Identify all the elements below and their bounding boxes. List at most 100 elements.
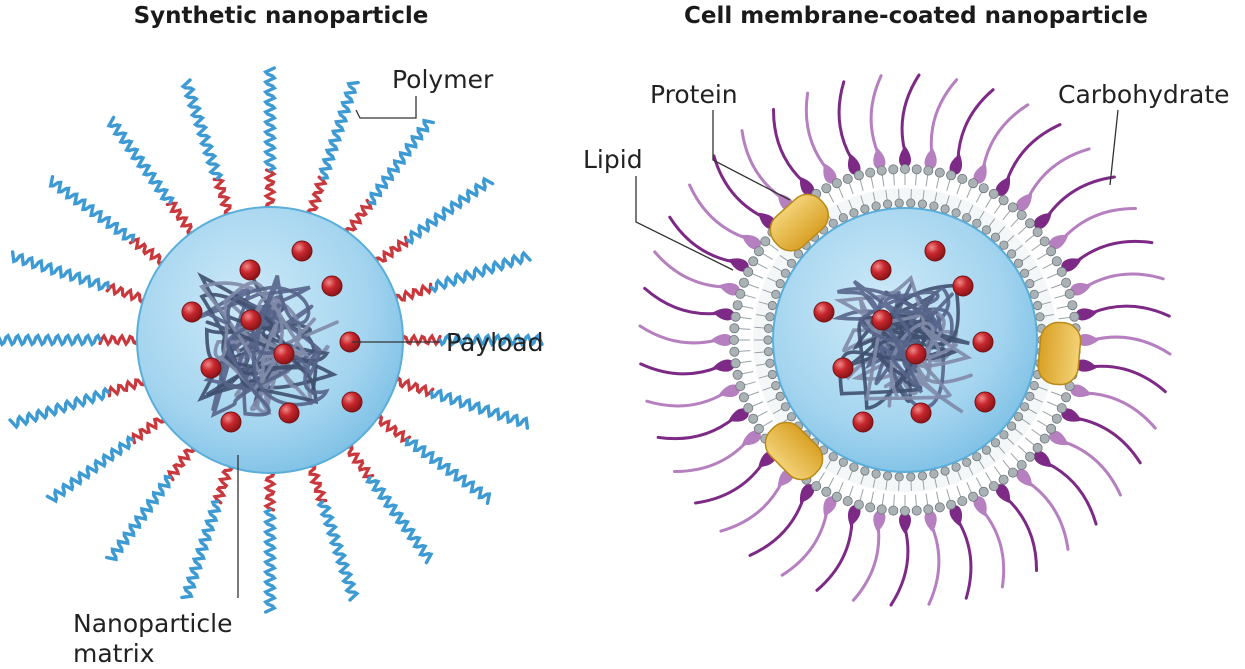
lipid-head bbox=[888, 164, 899, 175]
lipid-head bbox=[990, 232, 1001, 242]
carbohydrate-chain bbox=[748, 496, 805, 557]
lipid-head bbox=[981, 225, 992, 235]
carbohydrate-chain bbox=[1089, 304, 1171, 318]
protein-leader-line bbox=[712, 110, 791, 201]
lipid-head bbox=[1007, 202, 1018, 213]
carbohydrate-droplet bbox=[995, 484, 1011, 504]
carbohydrate-chain bbox=[668, 215, 736, 264]
lipid-head bbox=[730, 358, 741, 369]
polymer-tether bbox=[263, 168, 277, 214]
lipid-head bbox=[999, 430, 1009, 440]
lipid-head bbox=[753, 423, 764, 434]
lipid-head bbox=[923, 504, 934, 515]
carbohydrate-chain bbox=[869, 74, 883, 156]
lipid-head bbox=[1039, 236, 1050, 247]
lipid-head bbox=[876, 165, 887, 176]
carbohydrate-chain bbox=[1083, 272, 1165, 289]
lipid-head bbox=[738, 392, 749, 403]
lipid-head bbox=[767, 369, 778, 380]
lipid-head bbox=[760, 236, 771, 247]
lipid-head bbox=[1046, 246, 1057, 257]
payload-sphere bbox=[870, 259, 892, 281]
lipid-head bbox=[838, 213, 848, 223]
lipid-head bbox=[1029, 289, 1039, 299]
lipid-head bbox=[786, 258, 797, 268]
lipid-head bbox=[978, 183, 989, 194]
polymer-chain bbox=[368, 118, 435, 206]
lipid-head bbox=[1051, 256, 1062, 267]
lipid-head bbox=[730, 311, 741, 322]
polymer-chain bbox=[106, 115, 175, 205]
lipid-head bbox=[951, 208, 961, 218]
lipid-head bbox=[828, 452, 838, 462]
carbohydrate-chain bbox=[1026, 147, 1091, 200]
carbohydrate-chain bbox=[1005, 123, 1062, 184]
carbohydrate-droplet bbox=[899, 146, 911, 168]
lipid-head bbox=[900, 163, 911, 174]
lipid-head bbox=[763, 335, 773, 345]
lipid-head bbox=[821, 486, 832, 497]
lipid-head bbox=[765, 312, 775, 322]
lipid-head bbox=[900, 505, 911, 516]
lipid-head bbox=[1056, 266, 1067, 277]
polymer-chain bbox=[105, 474, 172, 562]
lipid-head bbox=[946, 170, 957, 181]
lipid-head bbox=[1019, 268, 1030, 278]
polymer-tether bbox=[131, 410, 168, 445]
lipid-head bbox=[998, 474, 1009, 485]
lipid-head bbox=[831, 491, 842, 502]
polymer-chain bbox=[180, 500, 222, 600]
carbohydrate-droplet bbox=[711, 334, 733, 346]
carbohydrate-droplet bbox=[741, 234, 761, 250]
lipid-head bbox=[882, 471, 893, 481]
lipid-head bbox=[1006, 249, 1017, 259]
lipid-head bbox=[934, 167, 945, 178]
matrix-strand bbox=[205, 274, 330, 407]
carbohydrate-droplet bbox=[1016, 469, 1033, 487]
lipid-head bbox=[786, 412, 797, 422]
carbohydrate-chain bbox=[837, 80, 854, 162]
lipid-head bbox=[929, 469, 939, 479]
left-panel-title: Synthetic nanoparticle bbox=[134, 3, 429, 29]
lipid-head bbox=[1061, 277, 1072, 288]
lipid-head bbox=[765, 358, 775, 368]
carbohydrate-chain bbox=[1061, 206, 1137, 240]
carbohydrate-chain bbox=[1089, 364, 1167, 394]
polymer-chain bbox=[405, 176, 495, 245]
polymer-tether bbox=[370, 413, 412, 444]
lipid-head bbox=[940, 204, 950, 214]
lipid-head bbox=[842, 173, 853, 184]
coated-payload-spheres bbox=[813, 240, 996, 433]
membrane-proteins bbox=[764, 193, 1082, 481]
lipid-head bbox=[771, 380, 781, 391]
lipid-head bbox=[911, 164, 922, 175]
polymer-tether bbox=[212, 460, 235, 505]
carbohydrate-chain bbox=[1026, 480, 1070, 551]
polymer-tether bbox=[128, 236, 170, 267]
carbohydrate-chain bbox=[804, 91, 829, 171]
lipid-head bbox=[999, 240, 1009, 250]
matrix-label-line2: matrix bbox=[73, 639, 155, 668]
lipid-head bbox=[1032, 442, 1043, 453]
lipid-leader-line bbox=[635, 176, 734, 271]
lipid-head bbox=[763, 323, 774, 333]
payload-spheres bbox=[181, 240, 363, 433]
lipid-head bbox=[735, 381, 746, 392]
carbohydrate-glycans bbox=[638, 73, 1172, 607]
lipid-head bbox=[990, 438, 1001, 448]
lipid-head bbox=[934, 502, 945, 513]
lipid-head bbox=[1025, 451, 1036, 462]
carbohydrate-droplet bbox=[741, 430, 761, 446]
polymer-tether bbox=[107, 373, 150, 398]
polymer-tether bbox=[340, 442, 375, 479]
lipid-head bbox=[1025, 391, 1035, 401]
carbohydrate-chain bbox=[1074, 239, 1154, 264]
carbohydrate-droplet bbox=[1075, 308, 1098, 321]
carbohydrate-chain bbox=[694, 461, 765, 505]
lipid-head bbox=[775, 391, 785, 401]
polymer-tether bbox=[390, 375, 435, 398]
lipid-head bbox=[951, 462, 961, 472]
synthetic-nanoparticle bbox=[0, 66, 544, 614]
carbohydrate-chain bbox=[780, 509, 829, 577]
lipid-head bbox=[871, 201, 881, 211]
